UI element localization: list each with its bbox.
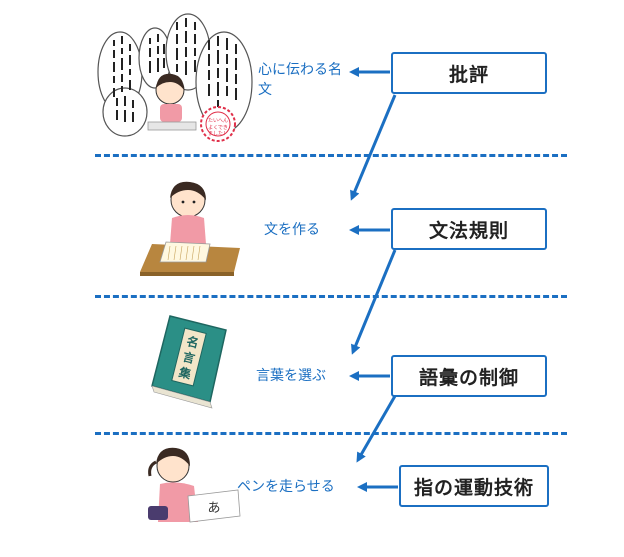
speech-bubbles-icon: たいへん よくでき ました！ bbox=[97, 13, 253, 142]
arrow-layer-3-4 bbox=[356, 395, 397, 463]
layer-divider-3 bbox=[95, 432, 567, 435]
box-criticism: 批評 bbox=[391, 52, 547, 94]
layer-divider-2 bbox=[95, 295, 567, 298]
box-finger-motor-skills: 指の運動技術 bbox=[399, 465, 549, 507]
svg-text:ました！: ました！ bbox=[208, 131, 228, 137]
outcome-label-1: 心に伝わる名文 bbox=[258, 62, 342, 98]
box-vocabulary-control: 語彙の制御 bbox=[391, 355, 547, 397]
arrow-layer-1-2 bbox=[350, 94, 397, 201]
outcome-label-2: 文を作る bbox=[264, 222, 320, 238]
book-title-text: 名 bbox=[185, 333, 200, 350]
svg-text:よくでき: よくでき bbox=[208, 124, 228, 131]
girl-writing-icon bbox=[140, 181, 240, 276]
arrow-layer-2-3 bbox=[351, 249, 397, 355]
box-grammar-rules: 文法規則 bbox=[391, 208, 547, 250]
dictionary-book-icon: 名 言 集 bbox=[151, 315, 227, 409]
svg-text:あ: あ bbox=[207, 501, 220, 516]
outcome-label-3: 言葉を選ぶ bbox=[256, 368, 326, 384]
svg-text:たいへん: たいへん bbox=[208, 118, 228, 124]
svg-text:集: 集 bbox=[176, 364, 193, 382]
outcome-label-4: ペンを走らせる bbox=[237, 479, 335, 495]
girl-writing-kanji-icon: あ bbox=[148, 447, 241, 523]
svg-text:言: 言 bbox=[181, 349, 196, 366]
layer-divider-1 bbox=[95, 154, 567, 157]
